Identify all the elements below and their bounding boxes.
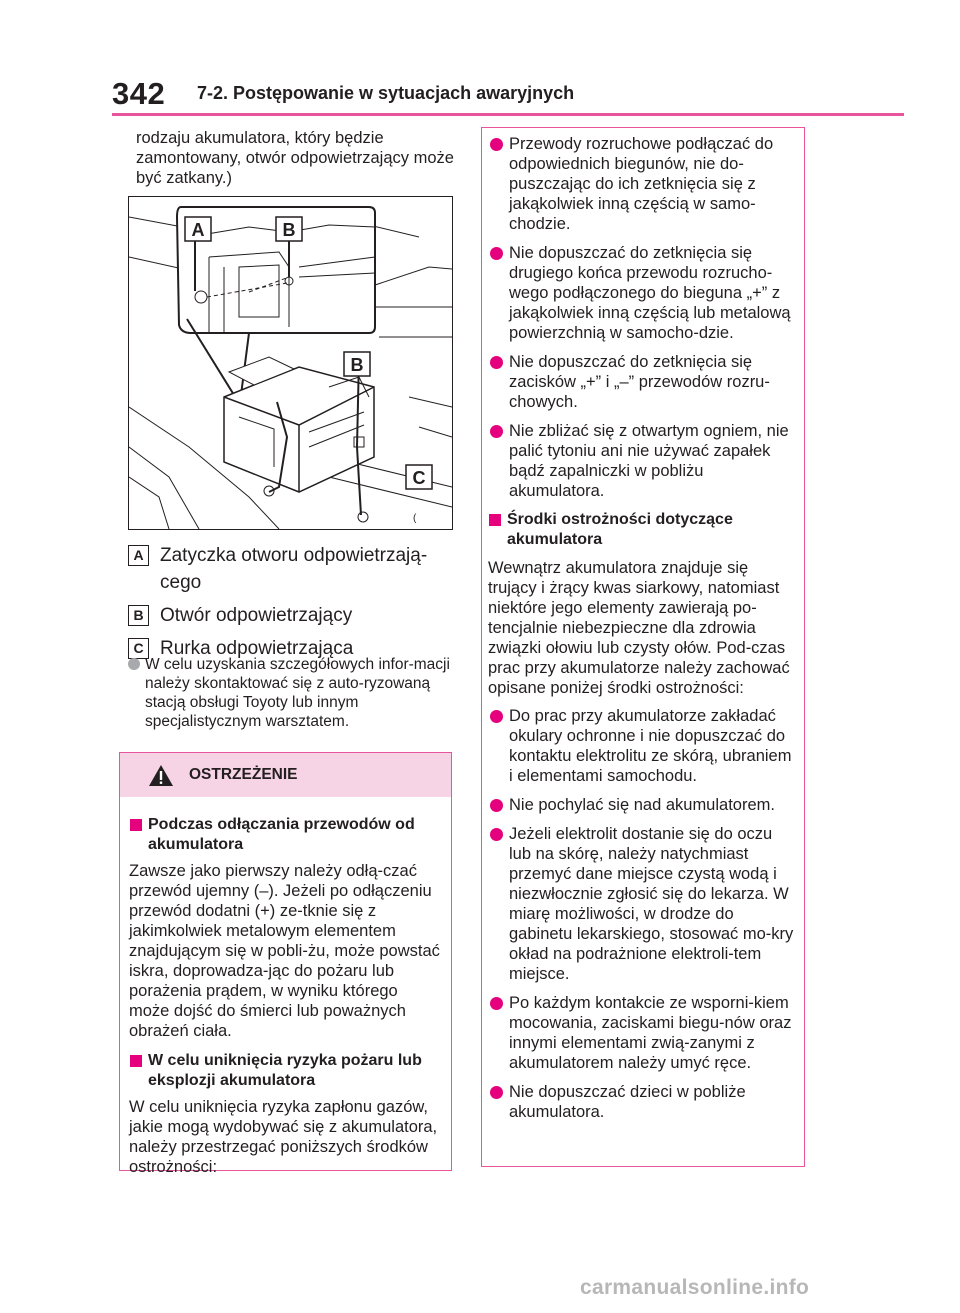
- bullet-dot-icon: [490, 1086, 503, 1099]
- square-bullet-icon: [489, 514, 501, 526]
- bullet-dot-icon: [490, 138, 503, 151]
- bullet-dot-icon: [490, 799, 503, 812]
- list-item: Jeżeli elektrolit dostanie się do oczu l…: [488, 824, 796, 984]
- battery-figure: A B B C (: [128, 196, 453, 530]
- legend-badge: A: [128, 545, 149, 566]
- bullet-dot-icon: [490, 247, 503, 260]
- list-item: Nie dopuszczać dzieci w pobliże akumulat…: [488, 1082, 796, 1122]
- watermark: carmanualsonline.info: [580, 1276, 810, 1299]
- legend-badge: B: [128, 605, 149, 626]
- list-item: Nie pochylać się nad akumulatorem.: [488, 795, 796, 815]
- list-item: Nie dopuszczać do zetknięcia się zaciskó…: [488, 352, 796, 412]
- label-b-top: B: [283, 220, 296, 240]
- section-title: 7-2. Postępowanie w sytuacjach awaryjnyc…: [197, 83, 575, 103]
- figure-labels: A B B C (: [184, 216, 433, 524]
- bullet-text: Nie dopuszczać do zetknięcia się drugieg…: [509, 244, 791, 342]
- bullet-text: Przewody rozruchowe podłączać do odpowie…: [509, 135, 774, 233]
- bullet-text: Po każdym kontakcie ze wsporni-kiem moco…: [509, 994, 792, 1072]
- warning-triangle-icon: [149, 765, 173, 786]
- battery-precautions-text: Wewnątrz akumulatora znajduje się trując…: [488, 559, 790, 697]
- legend-text: Otwór odpowietrzający: [160, 605, 353, 626]
- heading-text: Podczas odłączania przewodów od akumulat…: [148, 816, 415, 853]
- list-item: Nie zbliżać się z otwartym ogniem, nie p…: [488, 421, 796, 501]
- bullet-text: Nie dopuszczać dzieci w pobliże akumulat…: [509, 1083, 746, 1121]
- legend-item-a: A Zatyczka otworu odpowietrzają-cego: [128, 542, 458, 596]
- figure-legend: A Zatyczka otworu odpowietrzają-cego B O…: [128, 542, 458, 668]
- warning-section1-heading: Podczas odłączania przewodów od akumulat…: [129, 815, 441, 855]
- page-number: 342: [112, 76, 166, 111]
- heading-text: W celu uniknięcia ryzyka pożaru lub eksp…: [148, 1052, 422, 1089]
- warning-section2-text: W celu uniknięcia ryzyka zapłonu gazów, …: [129, 1098, 438, 1176]
- legend-item-c: C Rurka odpowietrzająca: [128, 635, 458, 662]
- legend-text: Zatyczka otworu odpowietrzają-cego: [160, 545, 428, 593]
- heading-text: Środki ostrożności dotyczące akumulatora: [507, 511, 733, 548]
- note-bullet: W celu uzyskania szczegółowych infor-mac…: [128, 655, 453, 731]
- warning-title: OSTRZEŻENIE: [189, 766, 298, 783]
- bullet-dot-icon: [490, 425, 503, 438]
- list-item: Nie dopuszczać do zetknięcia się drugieg…: [488, 243, 796, 343]
- warning-box: OSTRZEŻENIE Podczas odłączania przewodów…: [119, 752, 452, 1176]
- page-header: 342 7-2. Postępowanie w sytuacjach awary…: [112, 76, 904, 112]
- warning-body: Podczas odłączania przewodów od akumulat…: [120, 797, 451, 1177]
- figure-code: (: [413, 513, 417, 524]
- warning-section1-text: Zawsze jako pierwszy należy odłą-czać pr…: [129, 862, 440, 1040]
- intro-text: rodzaju akumulatora, który będzie zamont…: [136, 129, 454, 187]
- legend-badge: C: [128, 638, 149, 659]
- list-item: Do prac przy akumulatorze zakładać okula…: [488, 706, 796, 786]
- legend-item-b: B Otwór odpowietrzający: [128, 602, 458, 629]
- bullet-dot-icon: [490, 828, 503, 841]
- list-item: Przewody rozruchowe podłączać do odpowie…: [488, 134, 796, 234]
- battery-illustration: A B B C (: [128, 206, 453, 530]
- square-bullet-icon: [130, 819, 142, 831]
- info-note: W celu uzyskania szczegółowych infor-mac…: [128, 655, 453, 731]
- square-bullet-icon: [130, 1055, 142, 1067]
- bullet-text: Jeżeli elektrolit dostanie się do oczu l…: [509, 825, 794, 983]
- bullet-dot-icon: [490, 356, 503, 369]
- label-b-bottom: B: [351, 355, 364, 375]
- bullet-text: Nie dopuszczać do zetknięcia się zaciskó…: [509, 353, 770, 411]
- warning-header: OSTRZEŻENIE: [120, 753, 451, 797]
- bullet-text: Nie zbliżać się z otwartym ogniem, nie p…: [509, 422, 789, 500]
- note-text: W celu uzyskania szczegółowych infor-mac…: [145, 656, 450, 730]
- bullet-dot-icon: [490, 710, 503, 723]
- battery-precautions-heading: Środki ostrożności dotyczące akumulatora: [488, 510, 796, 550]
- legend-text: Rurka odpowietrzająca: [160, 638, 354, 659]
- label-a: A: [192, 220, 205, 240]
- bullet-dot-icon: [490, 997, 503, 1010]
- right-warning-box: Przewody rozruchowe podłączać do odpowie…: [481, 127, 805, 1167]
- label-c: C: [413, 468, 426, 488]
- list-item: Po każdym kontakcie ze wsporni-kiem moco…: [488, 993, 796, 1073]
- bullet-text: Nie pochylać się nad akumulatorem.: [509, 796, 775, 814]
- bullet-text: Do prac przy akumulatorze zakładać okula…: [509, 707, 792, 785]
- right-box-content: Przewody rozruchowe podłączać do odpowie…: [482, 128, 804, 1122]
- header-rule: [112, 113, 904, 116]
- warning-section2-heading: W celu uniknięcia ryzyka pożaru lub eksp…: [129, 1051, 441, 1091]
- gray-dot-icon: [128, 658, 140, 670]
